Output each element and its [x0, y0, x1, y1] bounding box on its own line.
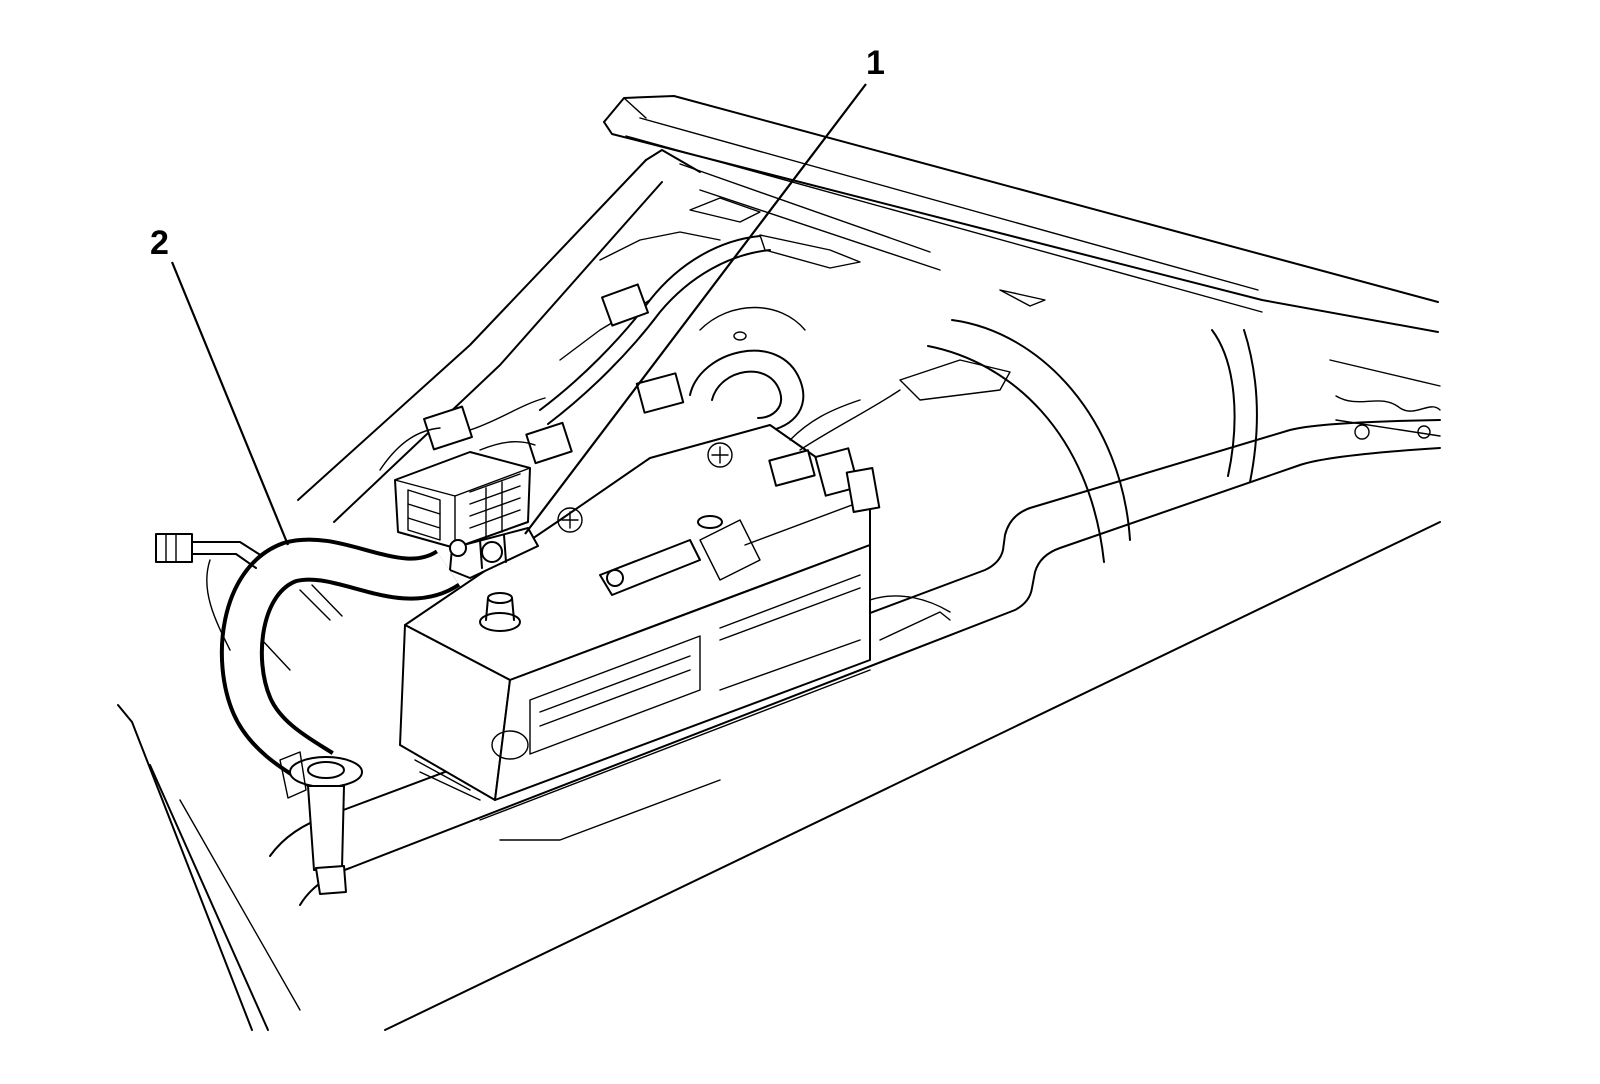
- trunk-lid: [603, 95, 1439, 333]
- callout-label: 2: [150, 224, 169, 262]
- callout-1: 1: [524, 44, 885, 535]
- harness-connector-left: [423, 405, 473, 451]
- plus-marker-icon: [707, 442, 733, 468]
- rear-panel: [297, 149, 941, 523]
- right-body: [899, 289, 1441, 563]
- battery-handle-hole: [491, 730, 529, 760]
- cable-lower-tube: [307, 785, 345, 871]
- plus-marker-icon: [557, 507, 583, 533]
- callout-label: 1: [866, 44, 885, 82]
- harness-connector-middle: [635, 372, 685, 414]
- terminal-post-secondary: [697, 515, 723, 529]
- harness-connector-upper: [601, 283, 649, 327]
- battery-hold-down: [599, 539, 701, 596]
- battery-right-connectors: [768, 389, 901, 513]
- callout-2: 2: [150, 224, 290, 546]
- negative-cable-clamp: [449, 527, 539, 579]
- callout-leader-line: [170, 261, 290, 546]
- callout-leader-line: [524, 83, 867, 535]
- negative-terminal-post: [479, 592, 521, 632]
- air-duct-hose: [689, 306, 806, 433]
- battery-cable: [219, 537, 461, 895]
- harness-connector-right: [525, 421, 573, 465]
- battery: [399, 389, 901, 841]
- wiring-harness: [379, 235, 771, 471]
- fuse-block: [394, 451, 531, 549]
- left-harness-connector: [155, 533, 263, 651]
- connector-plug: [155, 533, 193, 563]
